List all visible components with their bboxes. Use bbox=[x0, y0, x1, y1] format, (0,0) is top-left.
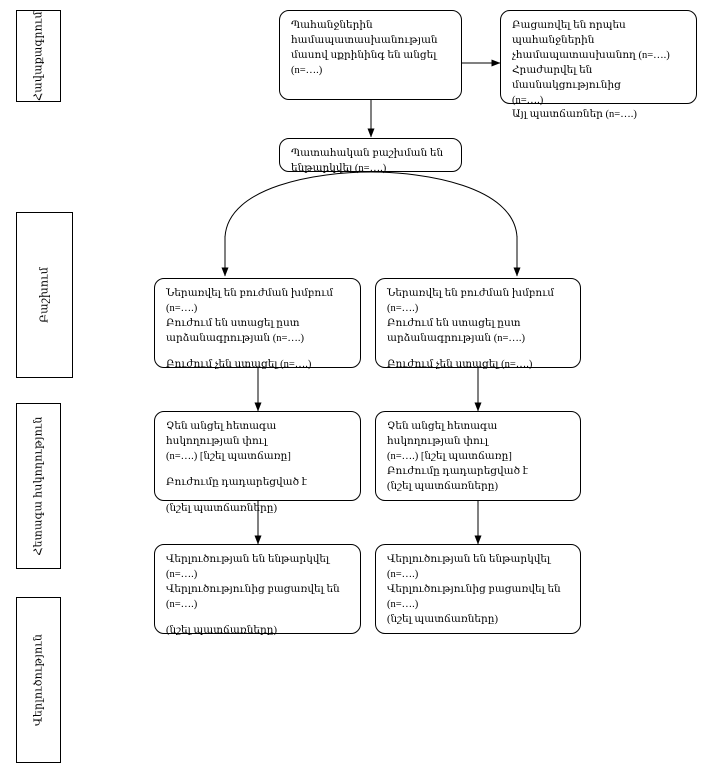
box-text-line: Հրաժարվել են մասնակցությունից bbox=[512, 64, 621, 91]
box-text-line: Պատահական բաշխման են bbox=[291, 148, 444, 159]
stage-box-allocation: Բաշխում bbox=[16, 212, 73, 378]
box-text-line: Բուժում չեն ստացել (n=….) bbox=[166, 358, 312, 370]
stage-box-enrollment: Հավաքագրում bbox=[16, 10, 61, 102]
stage-box-analysis: Վերլուծություն bbox=[16, 597, 61, 763]
box-followup-left: Չեն անցել հետագա հսկողության փուլ (n=….) … bbox=[154, 411, 361, 514]
box-text-line: (n=….) [նշել պատճառը] bbox=[387, 450, 512, 462]
box-text-line: Վերլուծությունից բացառվել են (n=….) bbox=[387, 583, 561, 610]
box-text-line: արձանագրության (n=….) bbox=[166, 332, 304, 344]
stage-label-enrollment: Հավաքագրում bbox=[32, 11, 44, 101]
box-text-line: Վերլուծությունից բացառվել են (n=….) bbox=[166, 583, 340, 610]
box-text-line: (նշել պատճառները) bbox=[387, 613, 498, 625]
box-randomized: Պատահական բաշխման են ենթարկվել (n=….) bbox=[279, 138, 462, 174]
box-text-line: (նշել պատճառները) bbox=[166, 624, 277, 636]
box-analysis-left: Վերլուծության են ենթարկվել (n=….) Վերլուծ… bbox=[154, 544, 361, 636]
box-text-line: չհամապատասխանող (n=….) bbox=[512, 49, 670, 61]
box-text-line: համապատասխանության bbox=[291, 34, 438, 46]
box-text-line: Բուժումը դադարեցված է bbox=[387, 465, 529, 477]
box-text-line: Բուժում են ստացել ըստ bbox=[166, 317, 300, 329]
stage-box-followup: Հետագա հսկողություն bbox=[16, 403, 61, 569]
box-text-line: արձանագրության (n=….) bbox=[387, 332, 525, 344]
box-text-line: մասով սքրինինգ են անցել bbox=[291, 49, 437, 61]
box-text-line: (նշել պատճառները) bbox=[387, 480, 498, 492]
box-text-line: (նշել պատճառները) bbox=[166, 502, 277, 514]
box-text-line: Չեն անցել հետագա հսկողության փուլ bbox=[166, 421, 277, 447]
box-text-line: Վերլուծության են ենթարկվել (n=….) bbox=[387, 554, 551, 580]
box-text-line: Բուժում չեն ստացել (n=….) bbox=[387, 358, 533, 370]
box-followup-right: Չեն անցել հետագա հսկողության փուլ (n=….) … bbox=[375, 411, 581, 501]
box-text-line: պահանջներին bbox=[512, 34, 595, 46]
box-text-line: Բացառվել են որպես bbox=[512, 20, 626, 31]
stage-label-followup: Հետագա հսկողություն bbox=[32, 416, 44, 556]
stage-label-allocation: Բաշխում bbox=[38, 266, 50, 324]
box-text-line: Բուժում են ստացել ըստ bbox=[387, 317, 521, 329]
box-screened: Պահանջներին համապատասխանության մասով սքրին… bbox=[279, 10, 462, 100]
box-text-line: (n=….) bbox=[291, 64, 323, 76]
box-text-line: Այլ պատճառներ (n=….) bbox=[512, 109, 637, 121]
box-text-line: Չեն անցել հետագա հսկողության փուլ bbox=[387, 421, 498, 447]
box-text-line: ենթարկվել (n=….) bbox=[291, 162, 387, 174]
box-text-line: Վերլուծության են ենթարկվել (n=….) bbox=[166, 554, 330, 580]
box-text-line: Ներառվել են բուժման խմբում (n=….) bbox=[166, 288, 334, 314]
box-allocation-right: Ներառվել են բուժման խմբում (n=….) Բուժում… bbox=[375, 278, 581, 370]
box-text-line: (n=….) [նշել պատճառը] bbox=[166, 450, 291, 462]
box-text-line: Բուժումը դադարեցված է bbox=[166, 476, 308, 488]
box-analysis-right: Վերլուծության են ենթարկվել (n=….) Վերլուծ… bbox=[375, 544, 581, 634]
stage-label-analysis: Վերլուծություն bbox=[32, 633, 44, 727]
box-excluded: Բացառվել են որպես պահանջներին չհամապատասխա… bbox=[500, 10, 697, 120]
box-text-line: Պահանջներին bbox=[291, 20, 373, 31]
connector-randomization-arc bbox=[224, 171, 518, 238]
box-allocation-left: Ներառվել են բուժման խմբում (n=….) Բուժում… bbox=[154, 278, 361, 370]
box-text-line: Ներառվել են բուժման խմբում (n=….) bbox=[387, 288, 555, 314]
box-text-line: (n=….) bbox=[512, 94, 544, 106]
